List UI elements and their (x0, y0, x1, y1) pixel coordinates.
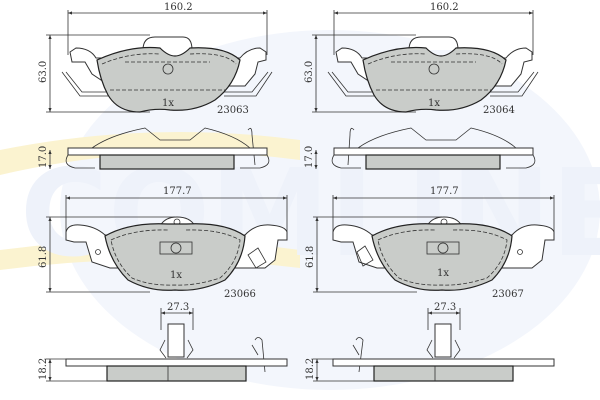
thickness-dimension: 18.2 (305, 358, 316, 380)
width-dimension: 160.2 (430, 2, 459, 13)
clip-width-dimension: 27.3 (434, 302, 456, 313)
side-view: 17.0 (304, 127, 536, 170)
height-dimension: 63.0 (38, 61, 49, 83)
quantity-label: 1x (162, 98, 174, 109)
front-view: 160.2 63.0 1x 23064 (304, 2, 539, 116)
quantity-label: 1x (428, 98, 440, 109)
part-number: 23063 (217, 105, 249, 116)
thickness-dimension: 18.2 (38, 358, 49, 380)
pad-panel-23066: 177.7 61.8 1x 23066 27.3 18.2 (38, 186, 288, 382)
side-view: 27.3 18.2 (305, 302, 555, 382)
pad-panel-23064: 160.2 63.0 1x 23064 17.0 (304, 2, 539, 170)
width-dimension: 160.2 (164, 2, 193, 13)
height-dimension: 61.8 (38, 246, 49, 268)
thickness-dimension: 17.0 (38, 146, 49, 168)
width-dimension: 177.7 (163, 186, 192, 197)
height-dimension: 61.8 (305, 246, 316, 268)
quantity-label: 1x (170, 270, 182, 281)
thickness-dimension: 17.0 (304, 146, 315, 168)
clip-width-dimension: 27.3 (167, 302, 189, 313)
pad-panel-23067: 177.7 61.8 1x 23067 27.3 18.2 (305, 186, 555, 382)
side-view: 27.3 18.2 (38, 302, 288, 382)
front-view: 177.7 61.8 1x 23067 (305, 186, 555, 300)
height-dimension: 63.0 (304, 61, 315, 83)
side-view: 17.0 (38, 127, 270, 170)
front-view: 160.2 63.0 1x 23063 (38, 2, 273, 116)
pad-panel-23063: 160.2 63.0 1x 23063 17.0 (38, 2, 273, 170)
part-number: 23067 (492, 289, 524, 300)
quantity-label: 1x (437, 268, 449, 279)
part-number: 23066 (224, 289, 256, 300)
part-number: 23064 (483, 105, 515, 116)
width-dimension: 177.7 (430, 186, 459, 197)
front-view: 177.7 61.8 1x 23066 (38, 186, 288, 300)
